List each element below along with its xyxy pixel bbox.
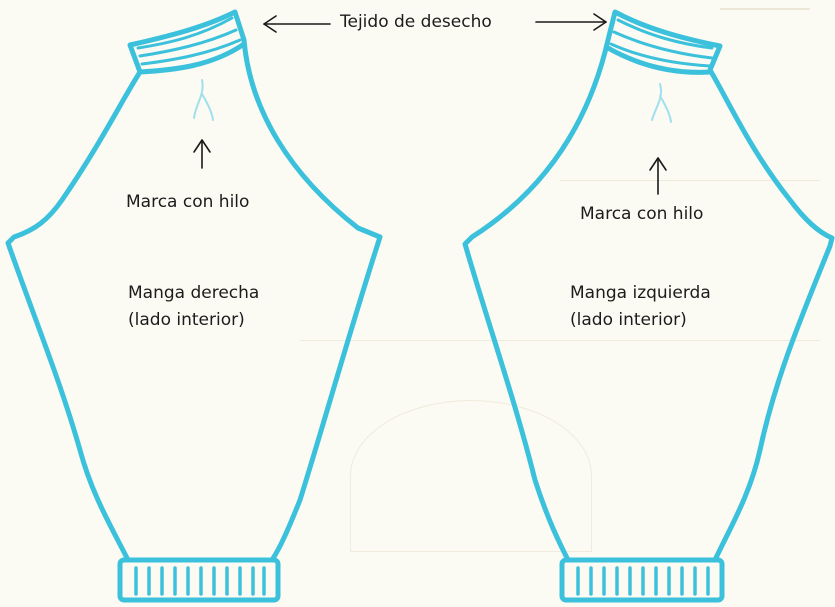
right-thread-mark	[201, 93, 214, 121]
left-waste-knit-row	[609, 42, 712, 68]
left-waste-knit-row	[616, 18, 714, 50]
right-sleeve-outline	[5, 9, 383, 563]
bleed-through-mark	[560, 180, 820, 181]
thread-mark-arrow-right-sleeve	[193, 139, 211, 169]
right-sleeve-label-line1: Manga derecha	[128, 283, 260, 303]
bleed-through-mark	[720, 8, 810, 10]
right-waste-knit-row	[140, 38, 242, 66]
thread-mark-arrow-left-sleeve	[649, 157, 667, 195]
right-ribbed-cuff	[117, 557, 281, 603]
right-waste-knit-row	[136, 16, 234, 50]
left-thread-mark	[651, 83, 662, 121]
right-thread-mark	[193, 79, 204, 119]
right-cuff-ribs	[134, 566, 266, 596]
right-waste-knit-row	[138, 28, 238, 58]
left-cuff-ribs	[576, 566, 710, 596]
left-sleeve-label-line2: (lado interior)	[570, 310, 687, 330]
right-sleeve-label: Manga derecha (lado interior)	[128, 280, 259, 334]
bleed-through-mark	[350, 400, 592, 552]
left-sleeve	[462, 9, 835, 603]
left-sleeve-label: Manga izquierda (lado interior)	[570, 280, 711, 334]
thread-mark-label-right-sleeve: Marca con hilo	[126, 192, 250, 212]
left-sleeve-outline	[462, 9, 835, 563]
waste-yarn-arrow-right	[535, 13, 607, 31]
left-sleeve-label-line1: Manga izquierda	[570, 283, 711, 303]
waste-yarn-label: Tejido de desecho	[340, 12, 492, 32]
bleed-through-mark	[300, 340, 820, 341]
thread-mark-label-left-sleeve: Marca con hilo	[580, 204, 704, 224]
waste-yarn-arrow-left	[263, 15, 331, 33]
right-sleeve-label-line2: (lado interior)	[128, 310, 245, 330]
right-waste-knit-divider	[137, 41, 247, 75]
right-sleeve	[5, 9, 383, 603]
left-waste-knit-divider	[605, 45, 713, 75]
left-thread-mark	[659, 95, 672, 123]
left-ribbed-cuff	[559, 557, 725, 603]
left-waste-knit-row	[612, 30, 714, 60]
